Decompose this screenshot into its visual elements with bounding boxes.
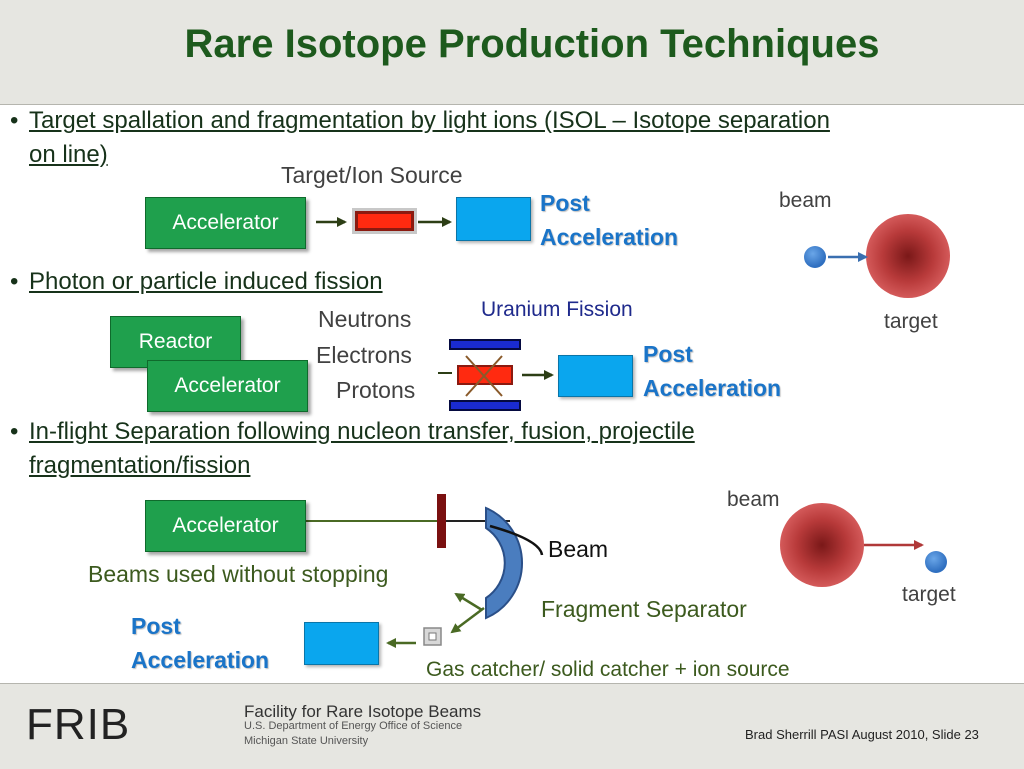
target-ball-3 — [925, 551, 947, 573]
bullet-dot: • — [10, 268, 19, 295]
uranium-plate-top — [449, 339, 521, 350]
bullet-text-line2: on line) — [29, 141, 108, 168]
protons-label: Protons — [336, 377, 416, 403]
beam-label-3: beam — [727, 488, 780, 511]
accelerator-box-3: Accelerator — [145, 500, 306, 552]
fragment-separator-label: Fragment Separator — [541, 596, 747, 622]
post-acceleration-label-2: Post Acceleration — [643, 337, 781, 405]
bullet-fission: • Photon or particle induced fission — [10, 265, 1010, 299]
target-ball-1 — [866, 214, 950, 298]
post-label-line1: Post — [131, 613, 181, 639]
beam-ball-1 — [804, 246, 826, 268]
post-acceleration-label-1: Post Acceleration — [540, 186, 678, 254]
bullet-dot: • — [10, 418, 19, 445]
bullet-isol: • Target spallation and fragmentation by… — [10, 104, 1010, 172]
beam-ball-3 — [780, 503, 864, 587]
header-bar — [0, 0, 1024, 105]
fragment-separator-magnet — [485, 506, 524, 620]
facility-msu-line: Michigan State University — [244, 735, 369, 747]
bullet-text-line1: Target spallation and fragmentation by l… — [29, 107, 830, 134]
beam-label-1: beam — [779, 189, 832, 212]
electrons-label: Electrons — [316, 342, 412, 368]
reactor-box: Reactor — [110, 316, 241, 368]
uranium-plate-bottom — [449, 400, 521, 411]
post-acceleration-label-3: Post Acceleration — [131, 609, 269, 677]
ion-source-target — [355, 211, 414, 231]
accelerator-box-2: Accelerator — [147, 360, 308, 412]
bullet-inflight: • In-flight Separation following nucleon… — [10, 415, 1010, 483]
beam-label-section3: Beam — [548, 536, 609, 562]
post-acceleration-box-1 — [456, 197, 531, 241]
uranium-fission-label: Uranium Fission — [481, 298, 633, 321]
post-label-line1: Post — [540, 190, 590, 216]
slide-credit: Brad Sherrill PASI August 2010, Slide 23 — [745, 727, 979, 742]
gas-catcher-label: Gas catcher/ solid catcher + ion source — [426, 658, 790, 681]
bullet-text-line1: In-flight Separation following nucleon t… — [29, 418, 695, 445]
target-label-3: target — [902, 583, 956, 606]
post-label-line2: Acceleration — [131, 647, 270, 673]
frib-logo: FRIB — [26, 700, 131, 749]
gas-catcher-inner — [428, 632, 437, 641]
slide-title: Rare Isotope Production Techniques — [184, 22, 880, 66]
post-label-line1: Post — [643, 341, 693, 367]
post-acceleration-box-2 — [558, 355, 633, 397]
post-label-line2: Acceleration — [643, 375, 782, 401]
facility-name: Facility for Rare Isotope Beams — [244, 702, 482, 721]
post-acceleration-box-3 — [304, 622, 379, 665]
bullet-text-line1: Photon or particle induced fission — [29, 268, 383, 295]
bullet-dot: • — [10, 107, 19, 134]
neutrons-label: Neutrons — [318, 306, 412, 332]
target-label-1: target — [884, 310, 938, 333]
production-target — [437, 494, 446, 548]
arrow-separator-to-catcher — [450, 607, 485, 634]
arrow-separator-to-label — [454, 592, 483, 612]
footer-bar — [0, 683, 1024, 769]
beam-path-curve — [489, 524, 544, 556]
target-ion-source-label: Target/Ion Source — [281, 162, 463, 188]
post-label-line2: Acceleration — [540, 224, 679, 250]
facility-doe-line: U.S. Department of Energy Office of Scie… — [244, 720, 463, 732]
accelerator-box-1: Accelerator — [145, 197, 306, 249]
beams-without-stopping-label: Beams used without stopping — [88, 561, 389, 587]
bullet-text-line2: fragmentation/fission — [29, 452, 251, 479]
fission-cross-2 — [465, 355, 503, 397]
